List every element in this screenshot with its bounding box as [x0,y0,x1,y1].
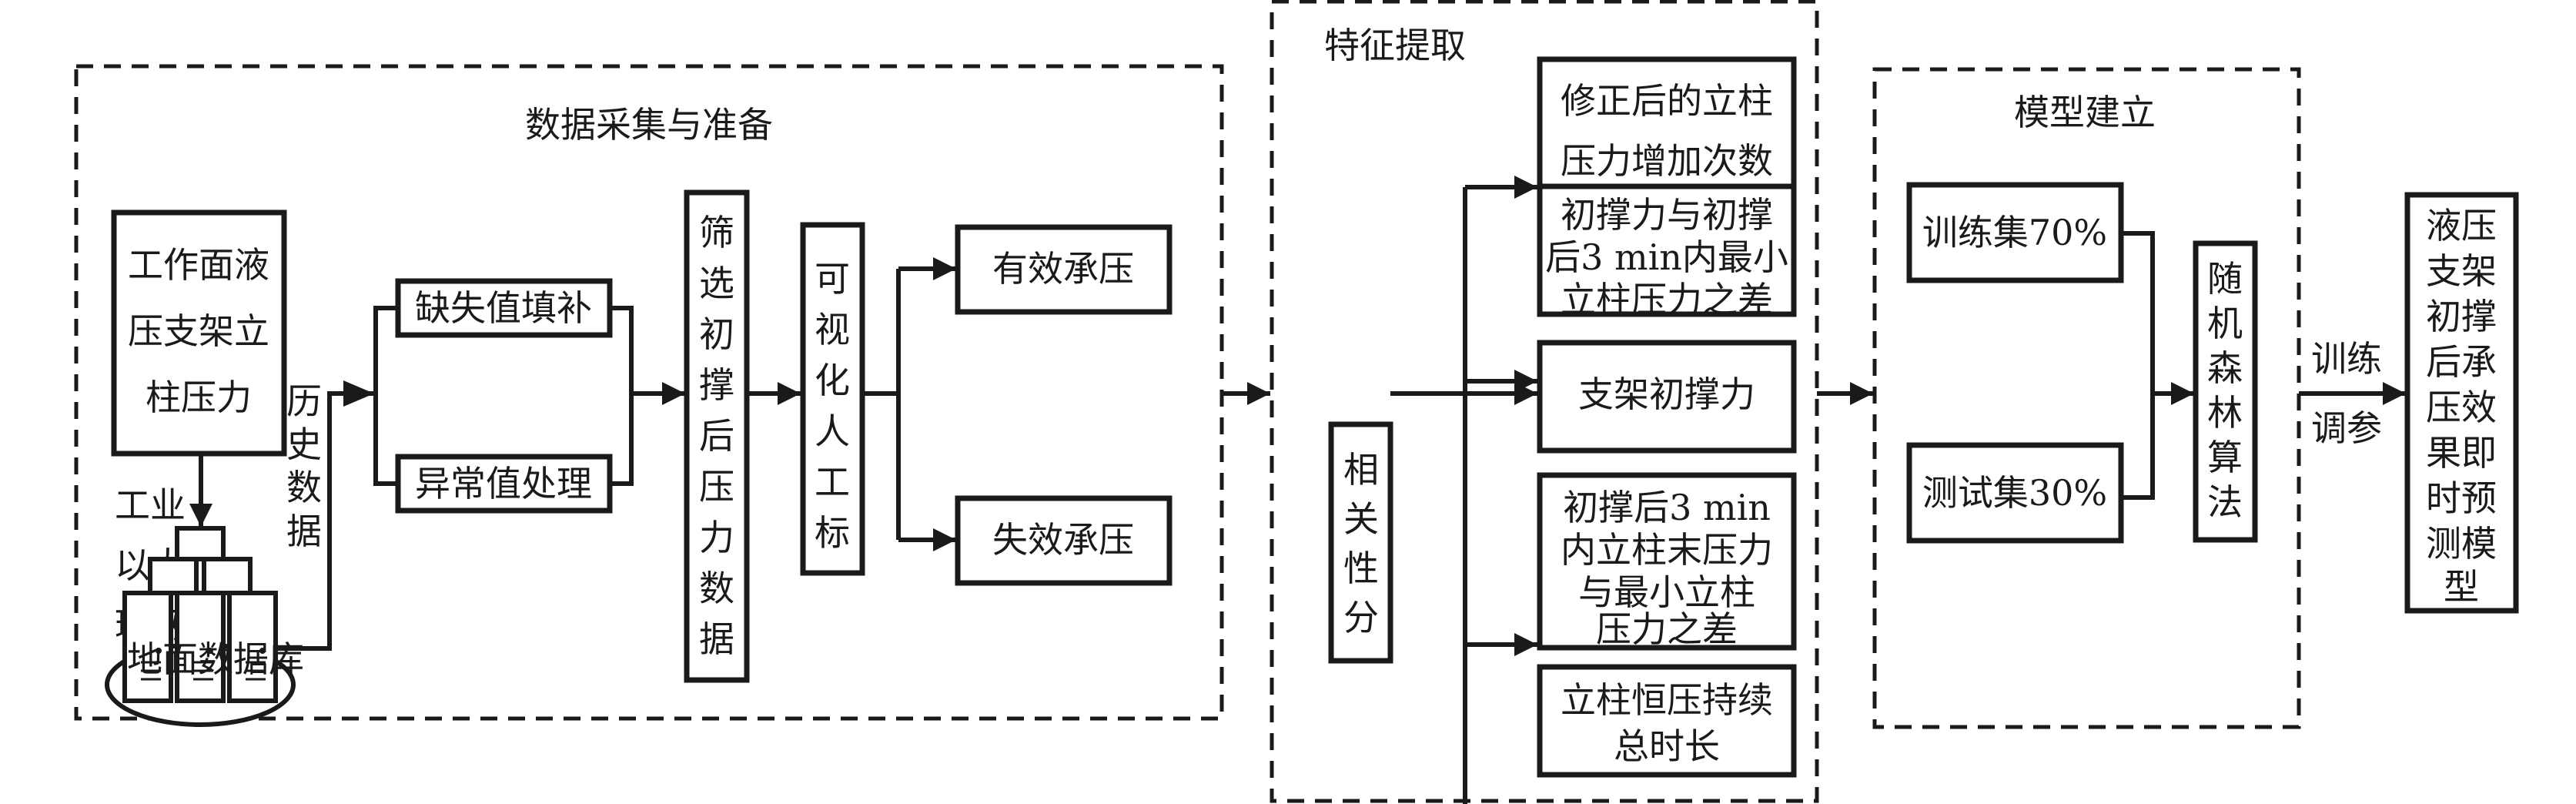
node-train-set[interactable]: 训练集70% [1906,182,2124,283]
node-random-forest-char: 林 [2207,392,2243,434]
node-output-line: 后承 [2426,341,2497,383]
node-outlier-label: 异常值处理 [415,463,592,504]
node-missing-fill[interactable]: 缺失值填补 [395,278,613,338]
node-filter-char: 力 [699,517,734,558]
node-invalid[interactable]: 失效承压 [955,495,1173,586]
node-filter-char: 筛 [699,212,734,253]
node-correlation-char: 分 [1343,597,1379,638]
node-source-line: 压支架立 [128,310,269,352]
node-random-forest-char: 随 [2207,258,2243,300]
node-output-line: 果即 [2426,432,2497,474]
train-tune-label: 调参 [2311,407,2382,449]
node-filter-char: 初 [699,313,734,355]
section-model-building-frame [1872,67,2301,729]
node-correlation-char: 相 [1343,449,1379,491]
feature-line: 修正后的立柱 [1561,80,1773,122]
node-valid[interactable]: 有效承压 [955,224,1173,315]
node-missing-fill-label: 缺失值填补 [415,287,592,329]
node-output-line: 支架 [2426,250,2497,292]
section-feature-extraction-title: 特征提取 [1324,25,1466,66]
node-annotate[interactable]: 可 视 化 人 工 标 [800,222,865,576]
node-filter-char: 后 [699,415,734,457]
feature-line: 支架初撑力 [1578,374,1755,415]
node-invalid-label: 失效承压 [992,519,1134,561]
feature-box[interactable]: 初撑力与初撑 后3 min内最小 立柱压力之差 [1537,183,1797,320]
node-correlation-char: 性 [1343,548,1379,589]
feature-line: 初撑力与初撑 [1561,194,1773,236]
svg-text:史: 史 [286,424,322,465]
node-correlation[interactable]: 相 关 性 分 [1328,421,1393,664]
node-correlation-char: 关 [1343,498,1379,540]
node-annotate-char: 可 [815,258,850,300]
node-output-line: 压效 [2426,387,2497,428]
node-filter-char: 压 [699,466,734,508]
node-source-line: 柱压力 [146,377,252,418]
node-random-forest-char: 算 [2207,437,2243,478]
edge-split-outlier [373,394,396,486]
feature-line: 压力之差 [1596,608,1738,650]
network-label: 工业 [115,484,186,526]
node-source[interactable]: 工作面液 压支架立 柱压力 [111,209,287,457]
node-outlier[interactable]: 异常值处理 [395,454,613,514]
node-source-line: 工作面液 [128,244,269,286]
node-random-forest-char: 法 [2207,481,2243,523]
node-test-set[interactable]: 测试集30% [1906,442,2124,544]
feature-line: 后3 min内最小 [1545,236,1788,278]
feature-line: 立柱压力之差 [1561,279,1773,320]
edge-correlation-to-features [1390,187,1467,804]
node-output-line: 型 [2444,566,2479,608]
node-output-line: 测模 [2426,523,2497,564]
feature-box[interactable]: 支架初撑力 [1537,340,1797,454]
feature-line: 与最小立柱 [1578,571,1755,613]
node-random-forest-char: 机 [2207,303,2243,344]
train-tune-label: 训练 [2311,338,2382,380]
arrow-head [343,380,374,407]
edge-merge [610,306,685,486]
feature-line: 立柱恒压持续 [1561,679,1773,721]
section-data-collection-title: 数据采集与准备 [525,104,773,146]
database-label: 地面数据库 [127,638,304,680]
feature-line: 初撑后3 min [1563,487,1771,528]
feature-box[interactable]: 修正后的立柱 压力增加次数 [1537,56,1797,206]
node-test-set-label: 测试集30% [1922,472,2107,514]
history-label: 历 史 数 据 [286,380,322,552]
database-icon [105,526,296,727]
node-annotate-char: 标 [815,512,850,554]
node-filter[interactable]: 筛 选 初 撑 后 压 力 数 据 [684,189,750,683]
node-filter-char: 据 [699,618,734,660]
svg-text:数: 数 [286,467,322,508]
feature-line: 总时长 [1614,725,1720,767]
node-random-forest-char: 森 [2207,347,2243,389]
edge-split-missing [373,306,396,394]
node-train-set-label: 训练集70% [1922,212,2107,253]
node-output[interactable]: 液压 支架 初撑 后承 压效 果即 时预 测模 型 [2404,192,2519,614]
node-valid-label: 有效承压 [992,248,1134,290]
svg-text:历: 历 [286,380,322,422]
node-random-forest[interactable]: 随 机 森 林 算 法 [2193,240,2258,543]
node-annotate-char: 人 [815,410,850,452]
edge-annotate-split [862,269,901,540]
node-annotate-char: 视 [815,309,850,350]
node-filter-char: 选 [699,263,734,304]
node-filter-char: 撑 [699,364,734,406]
node-output-line: 初撑 [2426,296,2497,337]
svg-text:据: 据 [286,511,322,552]
feature-line: 压力增加次数 [1561,140,1773,182]
section-model-building-title: 模型建立 [2014,92,2156,133]
edge-sets-merge [2121,231,2194,500]
node-filter-char: 数 [699,568,734,609]
node-annotate-char: 工 [815,461,850,503]
feature-box[interactable]: 初撑后3 min 内立柱末压力 与最小立柱 压力之差 [1537,472,1797,651]
node-output-line: 时预 [2426,477,2497,519]
feature-box[interactable]: 立柱恒压持续 总时长 [1537,664,1797,778]
node-annotate-char: 化 [815,360,850,401]
section-feature-extraction-frame [1270,0,1819,803]
feature-line: 内立柱末压力 [1561,529,1773,571]
node-output-line: 液压 [2426,205,2497,246]
